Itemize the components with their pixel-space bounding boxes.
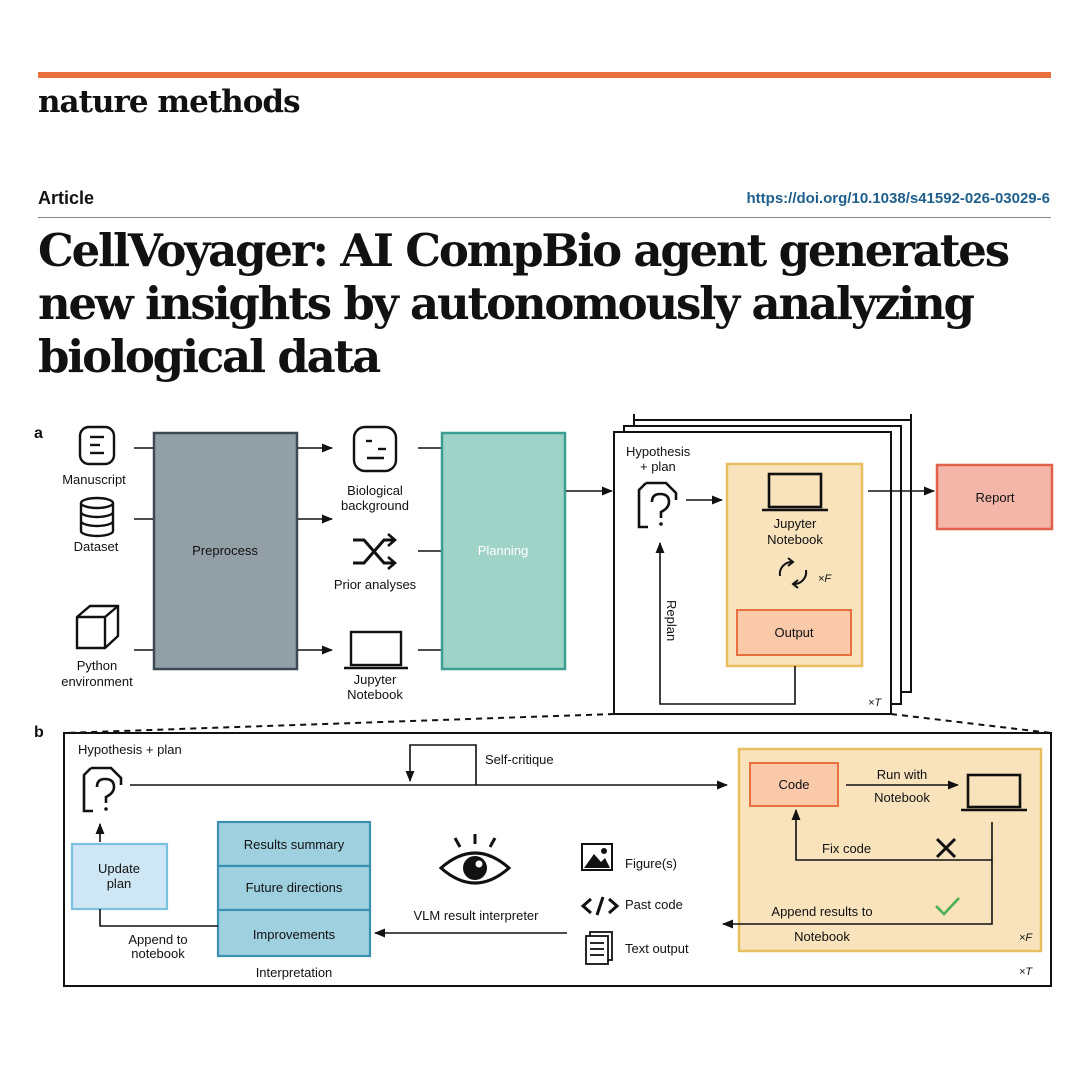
bio-label-line1: Biological <box>347 483 403 498</box>
journal-logo: nature methods <box>38 84 301 120</box>
background-doc-icon <box>352 425 398 473</box>
laptop-icon <box>961 773 1027 812</box>
python-label-line1: Python <box>77 658 117 673</box>
append-results-arrow <box>721 860 993 929</box>
eye-icon <box>438 834 512 885</box>
hypothesis-label-line2: + plan <box>640 459 676 474</box>
image-icon <box>581 843 613 871</box>
manuscript-icon <box>78 425 116 466</box>
document-icon <box>585 931 613 965</box>
nb-label-line1: Jupyter <box>774 516 817 531</box>
header-divider <box>38 217 1051 218</box>
doi-link[interactable]: https://doi.org/10.1038/s41592-026-03029… <box>746 190 1051 207</box>
title-line: biological data <box>38 330 381 383</box>
cycle-icon <box>778 557 808 589</box>
database-icon <box>79 496 115 538</box>
hypothesis-label-line1: Hypothesis <box>626 444 691 459</box>
replan-label: Replan <box>664 600 679 641</box>
b-xt-label: ×T <box>1019 966 1033 978</box>
interpretation-stack <box>216 820 372 958</box>
panel-a-label: a <box>34 425 43 442</box>
hypothesis-doc-icon <box>637 481 678 529</box>
future-directions-label: Future directions <box>246 880 343 895</box>
panel-b-label: b <box>34 724 44 741</box>
hypothesis-doc-icon <box>82 766 123 813</box>
input-connectors <box>134 447 154 651</box>
laptop-icon <box>344 630 408 670</box>
report-label: Report <box>975 490 1014 505</box>
planning-connectors <box>418 447 442 651</box>
b-hypothesis-label: Hypothesis + plan <box>78 742 182 757</box>
checkmark-icon <box>935 897 960 916</box>
improvements-label: Improvements <box>253 927 336 942</box>
code-brackets-icon <box>580 896 620 916</box>
append-results-line1: Append results to <box>771 904 872 919</box>
python-label-line2: environment <box>61 674 133 689</box>
fix-code-arrow <box>791 808 993 861</box>
manuscript-label: Manuscript <box>62 472 126 487</box>
hypothesis-dot <box>104 807 108 811</box>
vlm-label: VLM result interpreter <box>414 908 540 923</box>
run-label-line1: Run with <box>877 767 928 782</box>
jupyter-label-line1: Jupyter <box>354 672 397 687</box>
update-plan-line2: plan <box>107 876 132 891</box>
jupyter-label-line2: Notebook <box>347 687 403 702</box>
results-summary-label: Results summary <box>244 837 345 852</box>
update-plan-line1: Update <box>98 861 140 876</box>
self-critique-label: Self-critique <box>485 752 554 767</box>
output-box <box>736 609 852 656</box>
figures-label: Figure(s) <box>625 856 677 871</box>
run-label-line2: Notebook <box>874 790 930 805</box>
x-mark-icon <box>935 837 957 859</box>
zoom-connectors <box>63 713 1052 734</box>
past-code-label: Past code <box>625 897 683 912</box>
cube-icon <box>75 604 120 650</box>
article-title: CellVoyager: AI CompBio agent generates … <box>38 224 1058 383</box>
preprocess-outputs <box>298 443 334 655</box>
prior-label: Prior analyses <box>334 577 417 592</box>
bio-label-line2: background <box>341 498 409 513</box>
update-plan-box <box>70 842 169 911</box>
report-box <box>935 463 1054 531</box>
planning-label: Planning <box>478 543 529 558</box>
hypothesis-dot <box>659 522 663 526</box>
xf-label: ×F <box>818 573 832 585</box>
preprocess-box <box>152 431 299 671</box>
nb-label-line2: Notebook <box>767 532 823 547</box>
b-xf-label: ×F <box>1019 932 1033 944</box>
code-box <box>749 762 839 807</box>
article-type: Article <box>38 188 95 208</box>
accent-bar <box>38 72 1051 78</box>
append-nb-line1: Append to <box>128 932 187 947</box>
interpretation-label: Interpretation <box>256 965 333 980</box>
shuffle-icon <box>353 533 397 570</box>
output-label: Output <box>774 625 813 640</box>
append-nb-line2: notebook <box>131 946 185 961</box>
preprocess-label: Preprocess <box>192 543 258 558</box>
xt-label: ×T <box>868 697 882 709</box>
title-line: new insights by autonomously analyzing <box>38 277 975 330</box>
fix-code-label: Fix code <box>822 841 871 856</box>
code-label: Code <box>778 777 809 792</box>
title-line: CellVoyager: AI CompBio agent generates <box>38 224 1010 277</box>
text-output-label: Text output <box>625 941 689 956</box>
append-notebook-line <box>99 909 218 927</box>
self-critique-loop <box>405 744 477 785</box>
dataset-label: Dataset <box>74 539 119 554</box>
panel-b-frame <box>63 732 1052 987</box>
planning-box <box>440 431 567 671</box>
append-results-line2: Notebook <box>794 929 850 944</box>
replan-arrow <box>655 541 796 705</box>
laptop-icon <box>762 472 828 512</box>
